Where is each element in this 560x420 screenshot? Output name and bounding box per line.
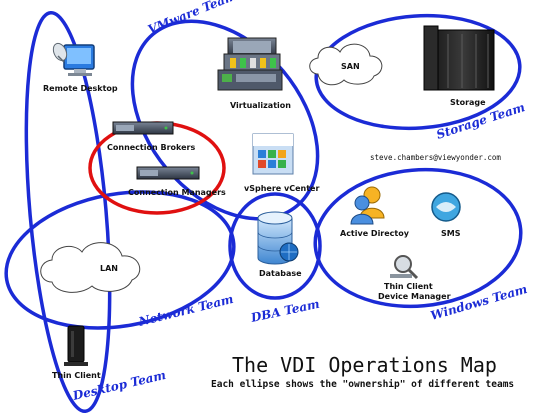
vmware-team-label: VMware Team xyxy=(146,0,239,37)
desktop-team-ellipse xyxy=(24,10,112,414)
network-team-label: Network Team xyxy=(136,292,234,329)
storage-team-ellipse xyxy=(314,13,522,131)
virtualization-label: Virtualization xyxy=(230,101,291,110)
sms-globe-icon xyxy=(431,192,461,222)
connection-managers-server-icon xyxy=(136,166,200,180)
connection-brokers-server-icon xyxy=(112,121,174,135)
lan-label: LAN xyxy=(100,264,118,273)
server-rack-icon xyxy=(423,25,495,91)
connection-managers-label: Connection Managers xyxy=(128,188,226,197)
monitor-with-dish-icon xyxy=(52,42,95,76)
contact-email: steve.chambers@viewyonder.com xyxy=(370,153,501,162)
vsphere-vcenter-label: vSphere vCenter xyxy=(244,184,319,193)
dba-team-label: DBA Team xyxy=(249,297,321,325)
network-team-ellipse xyxy=(4,190,236,330)
users-icon xyxy=(350,186,385,225)
lan-cloud-icon xyxy=(40,242,141,293)
dba-team-ellipse xyxy=(228,192,322,300)
active-directory-label: Active Directoy xyxy=(340,229,410,238)
remote-desktop-label: Remote Desktop xyxy=(43,84,118,93)
thin-client-label: Thin Client xyxy=(52,371,101,380)
windows-team-ellipse xyxy=(313,167,523,309)
thin-client-device-manager-label-line1: Thin Client xyxy=(384,282,433,291)
storage-label: Storage xyxy=(450,98,486,107)
thin-client-icon xyxy=(64,325,88,366)
blade-server-icon xyxy=(217,37,283,91)
san-label: SAN xyxy=(341,62,360,71)
database-label: Database xyxy=(259,269,302,278)
team-ellipses xyxy=(4,10,523,414)
connection-brokers-label: Connection Brokers xyxy=(107,143,195,152)
vcenter-icon xyxy=(252,133,294,175)
thin-client-device-manager-label-line2: Device Manager xyxy=(378,292,451,301)
san-cloud-icon xyxy=(309,43,383,86)
diagram-title: The VDI Operations Map xyxy=(232,353,497,377)
sms-label: SMS xyxy=(441,229,461,238)
diagram-subtitle: Each ellipse shows the "ownership" of di… xyxy=(211,379,514,390)
magnifier-icon xyxy=(390,255,419,280)
database-icon xyxy=(257,211,299,265)
